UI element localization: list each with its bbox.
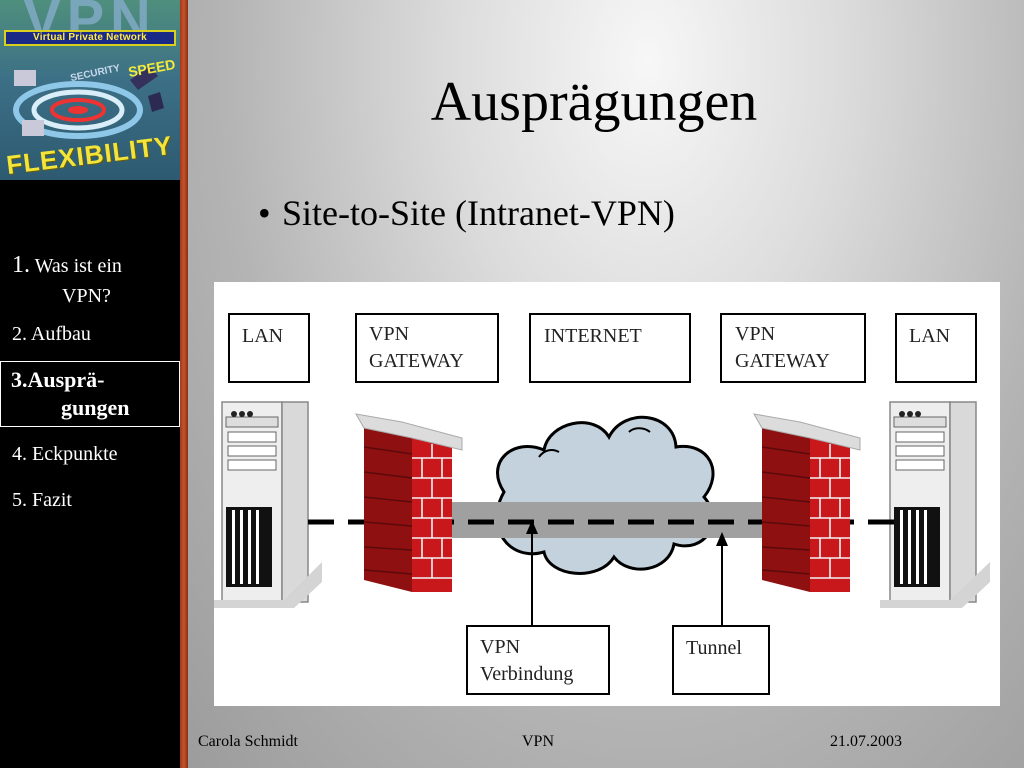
bullet-item: • Site-to-Site (Intranet-VPN): [258, 192, 675, 234]
nav-item-label: 2. Aufbau: [12, 323, 91, 345]
server-right-icon: [880, 401, 990, 608]
box-internet: INTERNET: [529, 313, 691, 383]
firewall-right-icon: [753, 413, 861, 592]
box-vpn-verbindung-line1: VPN: [480, 636, 520, 658]
box-internet-label: INTERNET: [544, 325, 642, 347]
slide-content: Ausprägungen • Site-to-Site (Intranet-VPN…: [188, 0, 1024, 768]
bullet-text: Site-to-Site (Intranet-VPN): [282, 193, 675, 233]
slide-title: Ausprägungen: [430, 71, 758, 133]
sidebar: VPN Virtual Private Network SECURITY SPE…: [0, 0, 180, 768]
box-vpn-verbindung: VPN Verbindung: [466, 625, 610, 695]
nav-item-was-ist-ein-vpn[interactable]: 1. Was ist ein VPN?: [0, 250, 180, 311]
logo-target-icon: [13, 66, 164, 139]
box-vpn-gateway-left-line2: GATEWAY: [369, 350, 464, 372]
box-lan-left: LAN: [228, 313, 310, 383]
nav-item-label-cont: gungen: [61, 395, 130, 420]
box-vpn-verbindung-line2: Verbindung: [480, 663, 573, 685]
box-vpn-gateway-right-line1: VPN: [735, 323, 775, 345]
box-tunnel: Tunnel: [672, 625, 770, 695]
nav-item-label-cont: VPN?: [62, 285, 111, 307]
box-vpn-gateway-right-line2: GATEWAY: [735, 350, 830, 372]
nav-item-auspraegungen[interactable]: 3.Ausprä- gungen: [0, 361, 180, 427]
arrow-tunnel: [716, 532, 728, 627]
slide-footer: Carola Schmidt VPN 21.07.2003: [188, 733, 1024, 757]
box-vpn-gateway-left-line1: VPN: [369, 323, 409, 345]
internet-cloud-icon: [495, 415, 715, 575]
bullet-mark: •: [258, 193, 271, 233]
box-vpn-gateway-left: VPN GATEWAY: [355, 313, 499, 383]
footer-topic: VPN: [522, 733, 555, 750]
accent-divider: [180, 0, 188, 768]
nav-item-eckpunkte[interactable]: 4. Eckpunkte: [0, 439, 180, 469]
vpn-diagram: LAN VPN GATEWAY INTERNET VPN GATEWAY LAN: [214, 282, 1000, 706]
box-lan-left-label: LAN: [242, 325, 283, 347]
nav-item-label: 4. Eckpunkte: [12, 443, 118, 465]
nav-item-aufbau[interactable]: 2. Aufbau: [0, 319, 180, 349]
nav-item-label: 3.Ausprä-: [11, 367, 105, 392]
server-left-icon: [214, 401, 322, 608]
box-vpn-gateway-right: VPN GATEWAY: [720, 313, 866, 383]
box-tunnel-label: Tunnel: [686, 637, 742, 659]
nav-item-fazit[interactable]: 5. Fazit: [0, 485, 180, 515]
arrow-vpn-verbindung: [526, 520, 538, 627]
slide-nav: 1. Was ist ein VPN? 2. Aufbau 3.Ausprä- …: [0, 250, 180, 515]
footer-author: Carola Schmidt: [198, 733, 298, 750]
firewall-left-icon: [355, 413, 463, 592]
nav-item-label: 5. Fazit: [12, 489, 72, 511]
vpn-logo: VPN Virtual Private Network SECURITY SPE…: [0, 0, 180, 180]
box-lan-right: LAN: [895, 313, 977, 383]
logo-band-text: Virtual Private Network: [4, 30, 176, 46]
nav-item-number: 1.: [12, 252, 30, 278]
box-lan-right-label: LAN: [909, 325, 950, 347]
footer-date: 21.07.2003: [830, 733, 902, 750]
nav-item-label: Was ist ein: [34, 255, 122, 277]
